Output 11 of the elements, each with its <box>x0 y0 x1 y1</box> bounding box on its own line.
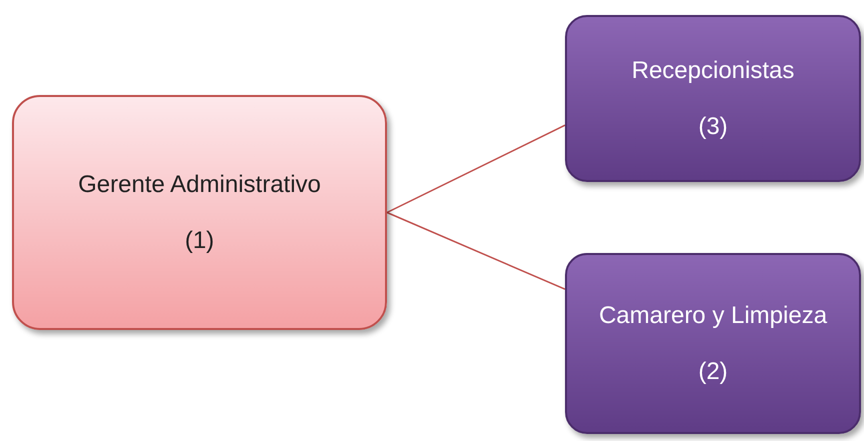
rounded-box <box>565 253 861 434</box>
node-number: (2) <box>698 356 728 386</box>
node-title: Camarero y Limpieza <box>598 300 828 331</box>
node-number: (3) <box>698 112 728 142</box>
rounded-box <box>12 95 387 330</box>
node-number: (1) <box>184 226 214 256</box>
node-title: Recepcionistas <box>632 56 794 86</box>
connector-line <box>386 124 566 214</box>
node-title: Gerente Administrativo <box>78 170 321 200</box>
rounded-box <box>565 15 861 182</box>
connector-line <box>386 212 566 290</box>
